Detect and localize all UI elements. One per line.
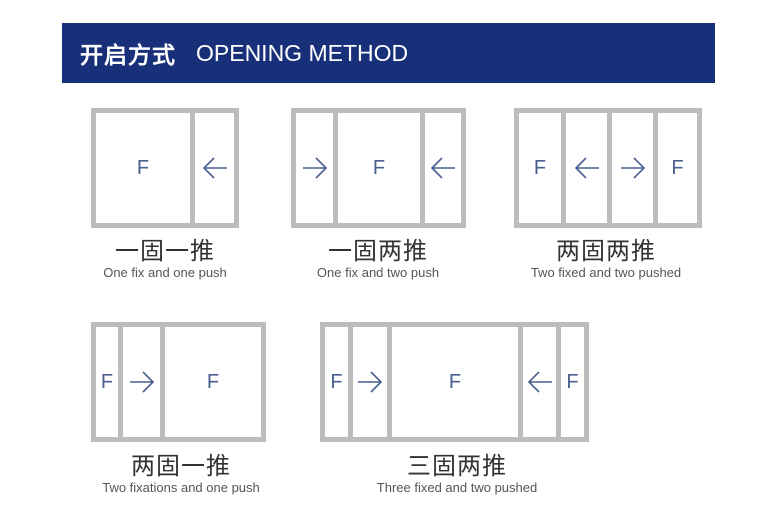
frame-divider (333, 113, 338, 223)
fixed-pane: F (165, 327, 261, 437)
arrow-left-icon (430, 157, 455, 179)
fixed-pane: F (325, 327, 348, 437)
fixed-pane: F (338, 113, 420, 223)
sliding-pane (195, 113, 234, 223)
frame-divider (118, 327, 123, 437)
frame-divider (160, 327, 165, 437)
caption-zh: 一固一推 (115, 237, 215, 265)
fixed-label: F (372, 156, 386, 179)
caption-en: One fix and two push (316, 265, 440, 280)
fixed-label: F (448, 370, 462, 393)
arrow-right-icon (358, 371, 383, 393)
sliding-pane (353, 327, 387, 437)
sliding-pane (425, 113, 461, 223)
frame-divider (607, 113, 612, 223)
fixed-label: F (330, 370, 343, 393)
caption-5: 三固两推 Three fixed and two pushed (354, 452, 560, 496)
sliding-pane (612, 113, 653, 223)
sliding-pane (123, 327, 160, 437)
fixed-pane: F (561, 327, 584, 437)
caption-zh: 一固两推 (328, 237, 428, 265)
frame-divider (387, 327, 392, 437)
fixed-label: F (671, 156, 684, 179)
header-title-en: OPENING METHOD (196, 39, 409, 66)
fixed-pane: F (392, 327, 518, 437)
header-title-zh: 开启方式 (80, 43, 176, 69)
caption-en: One fix and one push (103, 265, 227, 280)
fixed-label: F (136, 156, 150, 179)
caption-2: 一固两推 One fix and two push (278, 237, 478, 281)
frame-divider (653, 113, 658, 223)
fixed-label: F (100, 370, 114, 393)
frame-divider (518, 327, 523, 437)
arrow-right-icon (129, 371, 154, 393)
frame-divider (561, 113, 566, 223)
fixed-pane: F (96, 113, 190, 223)
caption-zh: 两固两推 (556, 237, 656, 265)
fixed-pane: F (519, 113, 561, 223)
window-diagram-3: F F (514, 108, 702, 228)
window-diagram-1: F (91, 108, 239, 228)
caption-zh: 三固两推 (407, 452, 507, 480)
section-header: 开启方式 OPENING METHOD (62, 23, 715, 83)
frame-divider (556, 327, 561, 437)
fixed-label: F (566, 370, 579, 393)
frame-divider (420, 113, 425, 223)
arrow-left-icon (574, 157, 599, 179)
arrow-right-icon (302, 157, 327, 179)
fixed-pane: F (658, 113, 697, 223)
window-diagram-5: F F F (320, 322, 589, 442)
fixed-label: F (533, 156, 547, 179)
window-diagram-4: F F (91, 322, 266, 442)
sliding-pane (566, 113, 607, 223)
caption-en: Two fixations and one push (102, 480, 260, 495)
caption-4: 两固一推 Two fixations and one push (78, 452, 284, 496)
frame-divider (348, 327, 353, 437)
fixed-pane: F (96, 327, 118, 437)
caption-1: 一固一推 One fix and one push (65, 237, 265, 281)
caption-en: Three fixed and two pushed (376, 480, 538, 495)
arrow-left-icon (527, 371, 552, 393)
sliding-pane (296, 113, 333, 223)
arrow-right-icon (620, 157, 645, 179)
arrow-left-icon (202, 157, 227, 179)
window-diagram-2: F (291, 108, 466, 228)
frame-divider (190, 113, 195, 223)
caption-3: 两固两推 Two fixed and two pushed (506, 237, 706, 281)
caption-en: Two fixed and two pushed (530, 265, 682, 280)
caption-zh: 两固一推 (131, 452, 231, 480)
fixed-label: F (206, 370, 220, 393)
sliding-pane (523, 327, 556, 437)
